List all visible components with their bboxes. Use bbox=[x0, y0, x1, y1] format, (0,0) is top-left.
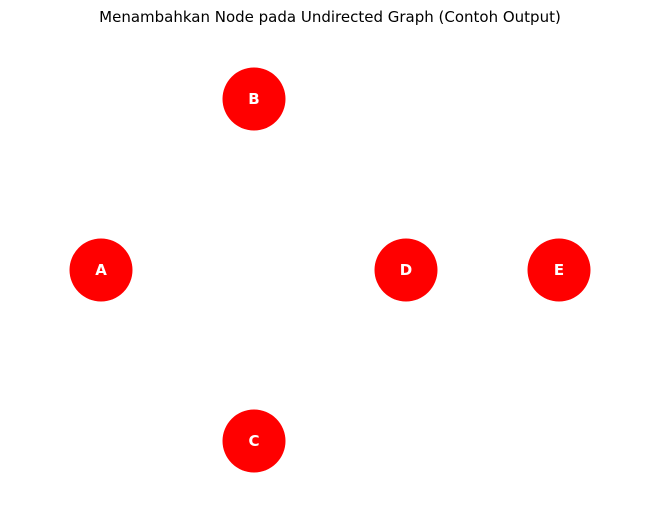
node-circle-a bbox=[69, 238, 133, 302]
node-circle-d bbox=[374, 238, 438, 302]
node-label-d: D bbox=[400, 261, 412, 279]
graph-node-b: B bbox=[222, 67, 286, 131]
graph-node-a: A bbox=[69, 238, 133, 302]
node-label-b: B bbox=[248, 90, 259, 108]
node-layer: A B C D E bbox=[69, 67, 591, 473]
graph-title: Menambahkan Node pada Undirected Graph (… bbox=[99, 8, 561, 26]
node-label-a: A bbox=[95, 261, 107, 279]
node-label-c: C bbox=[248, 432, 259, 450]
node-circle-e bbox=[527, 238, 591, 302]
graph-node-c: C bbox=[222, 409, 286, 473]
node-label-e: E bbox=[554, 261, 564, 279]
graph-node-e: E bbox=[527, 238, 591, 302]
graph-node-d: D bbox=[374, 238, 438, 302]
node-circle-c bbox=[222, 409, 286, 473]
node-circle-b bbox=[222, 67, 286, 131]
